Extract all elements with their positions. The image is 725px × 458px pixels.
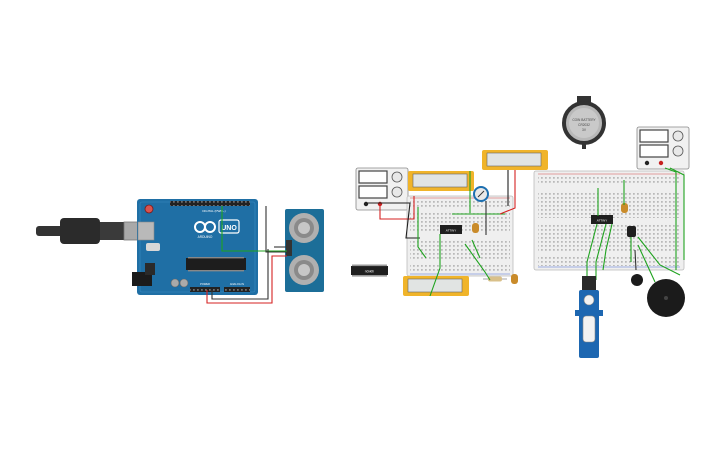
digital-label: DIGITAL (PWM~)	[202, 209, 225, 213]
piezo-buzzer[interactable]	[647, 279, 685, 317]
standalone-ic-label: n0xkfn	[365, 270, 375, 274]
attiny-chip-right[interactable]: ATTINY	[591, 215, 613, 224]
photoresistor[interactable]	[631, 274, 643, 286]
ultrasonic-sensor[interactable]	[285, 209, 324, 292]
power-supply-right[interactable]	[636, 126, 690, 170]
power-supply-left[interactable]	[355, 167, 409, 211]
attiny-label-right: ATTINY	[597, 219, 607, 223]
crystal	[146, 243, 160, 251]
reset-button[interactable]	[144, 204, 154, 214]
lcd-display-top-right[interactable]	[482, 150, 548, 170]
power-label: POWER	[200, 282, 210, 286]
breadboard-middle[interactable]	[406, 195, 514, 277]
middle-wires[interactable]	[366, 170, 516, 297]
usb-port	[137, 221, 155, 241]
right-wires[interactable]	[586, 167, 685, 283]
battery-line2: CR2032	[578, 123, 590, 127]
led-small[interactable]	[511, 274, 518, 284]
battery-line1: COIN BATTERY	[572, 118, 596, 122]
potentiometer[interactable]	[473, 186, 489, 202]
servo-motor[interactable]	[575, 276, 603, 358]
atmega-chip	[186, 258, 246, 270]
model-text: UNO	[221, 225, 237, 232]
arduino-uno-board[interactable]: DIGITAL (PWM~) ARDUINO UNO POWER ANALOG …	[132, 199, 258, 295]
sensor-wires[interactable]	[206, 206, 287, 304]
analog-label: ANALOG IN	[230, 282, 244, 286]
brand-text: ARDUINO	[198, 235, 213, 239]
standalone-ic[interactable]: n0xkfn	[351, 264, 388, 277]
capacitor-right[interactable]	[621, 203, 628, 213]
coin-battery[interactable]: COIN BATTERY CR2032 3V	[562, 96, 606, 149]
usb-cable[interactable]	[36, 218, 145, 244]
lcd-display-top-middle[interactable]	[408, 171, 474, 191]
attiny-label-middle: ATTINY	[446, 229, 456, 233]
battery-line3: 3V	[582, 128, 587, 132]
resistor[interactable]	[483, 276, 507, 282]
attiny-chip-middle[interactable]: ATTINY	[440, 225, 462, 234]
capacitor-middle[interactable]	[472, 223, 479, 233]
arduino-logo: ARDUINO	[194, 221, 216, 239]
transistor[interactable]	[627, 226, 636, 237]
power-jack	[132, 272, 152, 286]
lcd-display-bottom[interactable]	[403, 276, 469, 296]
